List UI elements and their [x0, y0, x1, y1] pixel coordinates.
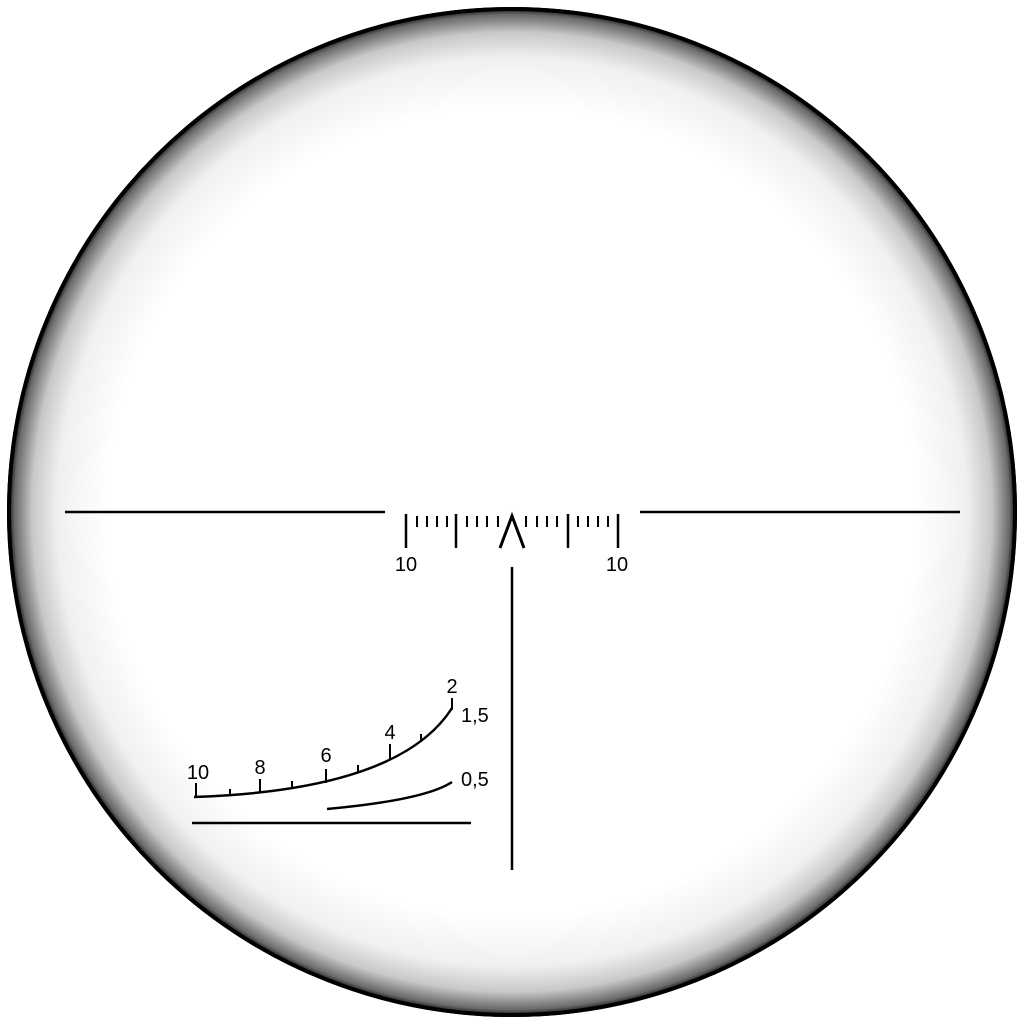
range-label-2: 2 [446, 676, 457, 698]
rangefinder-lower-curve [326, 780, 453, 811]
range-label-10: 10 [187, 762, 209, 784]
range-label-0-5: 0,5 [461, 769, 489, 791]
horizontal-scale: 10 10 [395, 511, 628, 576]
range-label-4: 4 [384, 722, 395, 744]
center-chevron [498, 511, 526, 549]
range-label-1-5: 1,5 [461, 705, 489, 727]
rangefinder: 10 8 6 4 2 1,5 0,5 [187, 676, 489, 825]
range-label-6: 6 [320, 745, 331, 767]
eyepiece-rim [7, 7, 1017, 1017]
range-label-8: 8 [254, 757, 265, 779]
rangefinder-upper-curve [193, 707, 454, 799]
scale-label-left: 10 [395, 554, 417, 576]
scale-label-right: 10 [606, 554, 628, 576]
